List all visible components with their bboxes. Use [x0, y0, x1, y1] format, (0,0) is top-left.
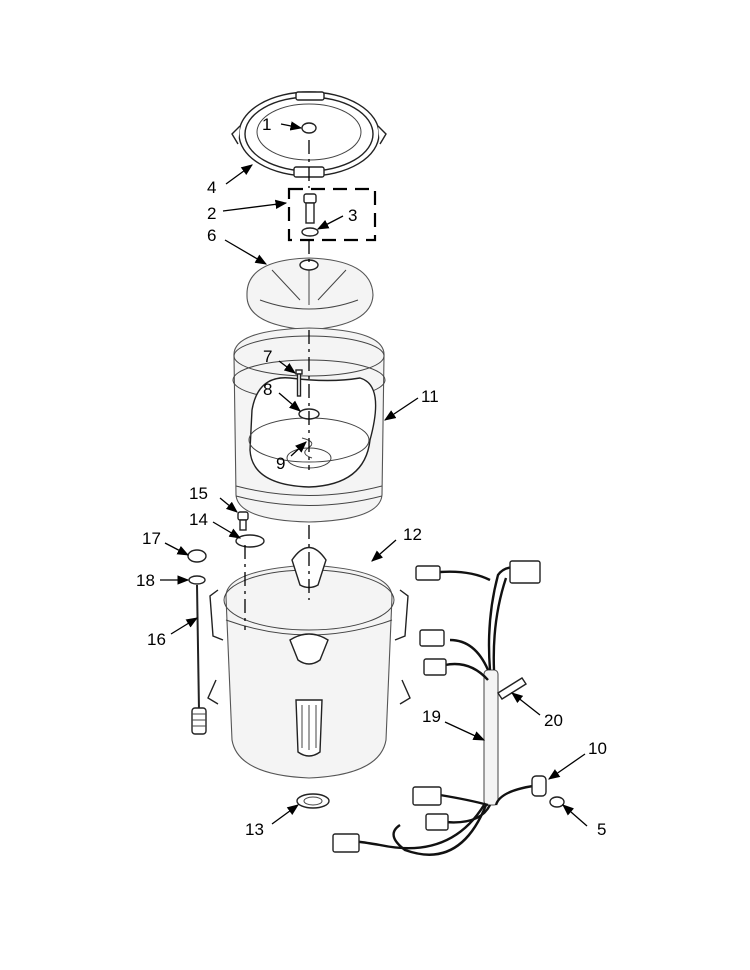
center-cap-part[interactable] [301, 122, 317, 134]
nut-part[interactable] [237, 511, 249, 531]
callout-7: 7 [263, 347, 272, 366]
callout-18: 18 [136, 571, 155, 590]
callout-11: 11 [421, 387, 439, 406]
callout-12: 12 [403, 525, 422, 544]
callout-8: 8 [263, 380, 272, 399]
bolt-part[interactable] [303, 193, 317, 224]
impeller-part[interactable] [246, 257, 374, 331]
hardware-kit-box [287, 187, 377, 242]
tub-ring-part[interactable] [231, 91, 387, 178]
outer-tub-part[interactable] [207, 546, 411, 779]
callout-1: 1 [262, 115, 271, 134]
callout-19: 19 [422, 707, 441, 726]
callout-4: 4 [207, 178, 216, 197]
screw-part[interactable] [295, 369, 303, 397]
callout-3: 3 [348, 206, 357, 225]
hose-part[interactable] [497, 677, 527, 700]
screw-small-part[interactable] [549, 796, 565, 808]
cap-part[interactable] [187, 549, 207, 563]
callout-17: 17 [142, 529, 161, 548]
seal-part[interactable] [296, 793, 330, 809]
leader-lines [160, 121, 588, 827]
washer-part[interactable] [301, 227, 319, 237]
clamp-part[interactable] [531, 775, 547, 797]
callout-16: 16 [147, 630, 166, 649]
wire-harness-part[interactable] [332, 560, 541, 856]
callout-10: 10 [588, 739, 607, 758]
callout-5: 5 [597, 820, 606, 839]
callout-14: 14 [189, 510, 208, 529]
callout-15: 15 [189, 484, 208, 503]
washer-disc-part[interactable] [235, 534, 265, 548]
callout-2: 2 [207, 204, 216, 223]
suspension-rod-part[interactable] [191, 584, 207, 735]
callout-20: 20 [544, 711, 563, 730]
callout-9: 9 [276, 454, 285, 473]
bushing-part[interactable] [188, 575, 206, 585]
callout-6: 6 [207, 226, 216, 245]
callout-13: 13 [245, 820, 264, 839]
